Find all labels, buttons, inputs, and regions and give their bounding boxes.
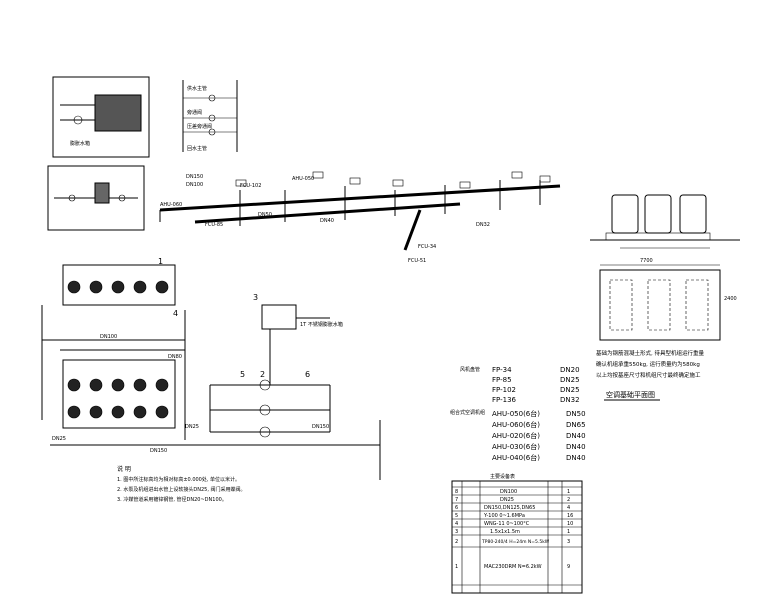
foundation-note-2: 确认机组承重550kg, 运行质量约为580kg xyxy=(596,360,700,368)
equipment-table: 主要设备表 8 DN100 1 7 DN25 2 6 DN150,DN125,D… xyxy=(451,473,583,594)
fcu-model-3: FP-102 xyxy=(492,386,516,394)
plant-pipe-6: DN25 xyxy=(185,424,199,430)
chiller-plant-diagram: 1 2 3 4 5 6 DN100 DN80 DN150 DN25 DN150 … xyxy=(41,257,381,480)
ahu-model-1: AHU-050(6台) xyxy=(492,409,540,418)
ahu-size-4: DN40 xyxy=(566,443,586,451)
inset-expansion-tank: 膨胀水箱 xyxy=(52,76,150,158)
note-1: 1. 图中所注标高均为相对标高±0.000处, 单位以米计。 xyxy=(117,476,240,483)
riser-unit-6: FCU-51 xyxy=(408,258,426,264)
foundation-dim-1: 7700 xyxy=(640,258,653,264)
tank-note: 1T 不锈钢膨胀水箱 xyxy=(300,321,343,328)
fcu-model-4: FP-136 xyxy=(492,396,517,404)
eq-spec-6: DN150,DN125,DN65 xyxy=(484,505,535,511)
eq-qty-7: 2 xyxy=(567,497,570,503)
fcu-size-3: DN25 xyxy=(560,386,580,394)
foundation-plan: 7700 2400 基础为钢筋混凝土形式, 待具型机组运行重量 确认机组承重55… xyxy=(596,258,737,401)
ahu-size-1: DN50 xyxy=(566,410,586,418)
eq-no-6: 6 xyxy=(455,505,458,511)
foundation-note-1: 基础为钢筋混凝土形式, 待具型机组运行重量 xyxy=(596,349,704,357)
foundation-note-3: 以上均按基座尺寸和机组尺寸最终确定施工 xyxy=(596,371,701,379)
eq-spec-7: DN25 xyxy=(500,497,514,503)
valve-label-1: 供水主管 xyxy=(187,85,207,92)
marker-6: 6 xyxy=(305,370,310,379)
marker-3: 3 xyxy=(253,293,258,302)
unit-list: 风机盘管 FP-34 DN20 FP-85 DN25 FP-102 DN25 F… xyxy=(450,366,586,462)
note-2: 2. 水泵及机组进出水管上设软接头DN25, 阀门采用蝶阀。 xyxy=(117,486,246,493)
plant-pipe-3: DN150 xyxy=(150,448,167,454)
foundation-dim-2: 2400 xyxy=(724,296,737,302)
ahu-size-3: DN40 xyxy=(566,432,586,440)
riser-unit-3: AHU-050 xyxy=(292,176,314,182)
tank-label: 膨胀水箱 xyxy=(70,140,90,147)
ahu-group-label: 组合式空调机组 xyxy=(450,409,485,416)
marker-1: 1 xyxy=(158,257,163,266)
ahu-model-4: AHU-030(6台) xyxy=(492,442,540,451)
valve-label-3: 压差旁通阀 xyxy=(187,123,212,130)
ahu-size-2: DN65 xyxy=(566,421,586,429)
equipment-table-title: 主要设备表 xyxy=(490,473,515,480)
riser-unit-5: FCU-34 xyxy=(418,244,436,250)
marker-2: 2 xyxy=(260,370,265,379)
eq-qty-1: 9 xyxy=(567,564,570,570)
foundation-title: 空调基础平面图 xyxy=(606,390,655,399)
valve-label-4: 回水主管 xyxy=(187,145,207,152)
eq-spec-3: 1.5x1x1.5m xyxy=(490,529,520,535)
plant-pipe-1: DN100 xyxy=(100,334,117,340)
riser-size-5: DN32 xyxy=(476,222,490,228)
foundation-elevation xyxy=(590,194,740,249)
eq-spec-5: Y-100 0~1.6MPa xyxy=(483,513,525,519)
eq-qty-4: 10 xyxy=(567,521,573,527)
fcu-model-1: FP-34 xyxy=(492,366,512,374)
eq-no-3: 3 xyxy=(455,529,458,535)
eq-no-7: 7 xyxy=(455,497,458,503)
riser-size-3: DN50 xyxy=(258,212,272,218)
marker-4: 4 xyxy=(173,309,178,318)
riser-size-2: DN100 xyxy=(186,182,203,188)
eq-qty-8: 1 xyxy=(567,489,570,495)
eq-no-5: 5 xyxy=(455,513,458,519)
riser-size-1: DN150 xyxy=(186,174,203,180)
ahu-model-3: AHU-020(6台) xyxy=(492,431,540,440)
plant-pipe-4: DN25 xyxy=(52,436,66,442)
valve-label-2: 旁通阀 xyxy=(187,109,202,116)
fcu-model-2: FP-85 xyxy=(492,376,512,384)
eq-spec-2: TP80-240/4 H=24m N=5.5kW xyxy=(481,539,550,545)
eq-spec-8: DN100 xyxy=(500,489,517,495)
riser-unit-4: FCU-85 xyxy=(205,222,223,228)
design-notes: 说 明 1. 图中所注标高均为相对标高±0.000处, 单位以米计。 2. 水泵… xyxy=(117,465,246,503)
eq-qty-5: 16 xyxy=(567,513,573,519)
eq-spec-4: WNG-11 0~100°C xyxy=(484,521,530,527)
marker-5: 5 xyxy=(240,370,245,379)
eq-qty-2: 3 xyxy=(567,539,570,545)
inset-bypass-valves: 供水主管 旁通阀 压差旁通阀 回水主管 xyxy=(182,80,238,152)
fcu-size-1: DN20 xyxy=(560,366,580,374)
riser-unit-2: FCU-102 xyxy=(240,183,261,189)
inset-pump-detail xyxy=(47,165,145,231)
fcu-size-2: DN25 xyxy=(560,376,580,384)
fcu-group-label: 风机盘管 xyxy=(460,366,480,373)
eq-no-4: 4 xyxy=(455,521,458,527)
ahu-model-2: AHU-060(6台) xyxy=(492,420,540,429)
pipe-riser-diagram: DN150 DN100 DN50 DN40 DN32 AHU-060 FCU-1… xyxy=(159,171,561,264)
eq-qty-3: 1 xyxy=(567,529,570,535)
fcu-size-4: DN32 xyxy=(560,396,580,404)
riser-size-4: DN40 xyxy=(320,218,334,224)
notes-title: 说 明 xyxy=(117,465,131,473)
eq-spec-1: MAC230DRM N=6.2kW xyxy=(484,564,542,570)
eq-no-2: 2 xyxy=(455,539,458,545)
plant-pipe-5: DN150 xyxy=(312,424,329,430)
eq-qty-6: 4 xyxy=(567,505,570,511)
ahu-model-5: AHU-040(6台) xyxy=(492,453,540,462)
eq-no-1: 1 xyxy=(455,564,458,570)
eq-no-8: 8 xyxy=(455,489,458,495)
riser-unit-1: AHU-060 xyxy=(160,202,182,208)
plant-pipe-2: DN80 xyxy=(168,354,182,360)
note-3: 3. 冷媒管道采用镀锌钢管, 管径DN20~DN100。 xyxy=(117,496,227,503)
ahu-size-5: DN40 xyxy=(566,454,586,462)
